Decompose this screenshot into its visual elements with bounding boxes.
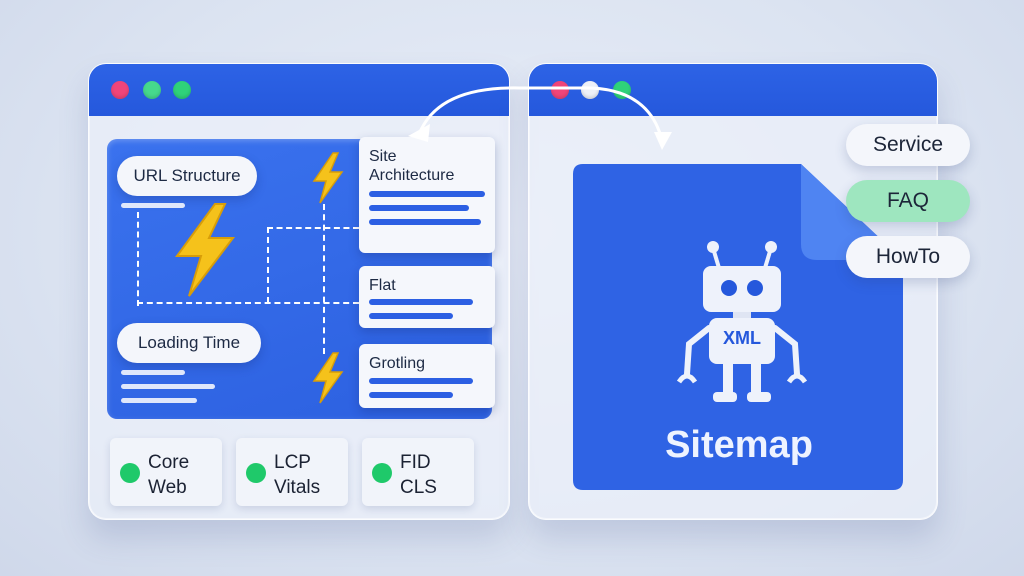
status-dot <box>120 463 140 483</box>
metric-text: LCP Vitals <box>274 452 321 498</box>
metric-text: FID CLS <box>400 452 437 498</box>
sitemap-label: Sitemap <box>665 424 813 466</box>
lightning-icon-small-bottom <box>312 352 344 404</box>
robot-xml-label: XML <box>723 328 761 348</box>
window-close-dot[interactable] <box>551 81 569 99</box>
robot-icon <box>676 241 808 402</box>
left-window: URL Structure Loading Time Site Architec… <box>88 63 510 520</box>
flat-title: Flat <box>369 277 396 294</box>
right-window: XML Sitemap <box>528 63 938 520</box>
service-tag[interactable]: Service <box>846 124 970 166</box>
loading-time-line-2 <box>121 384 215 389</box>
status-dot <box>246 463 266 483</box>
window-close-dot[interactable] <box>111 81 129 99</box>
site-architecture-title: Site Architecture <box>369 148 455 184</box>
grotling-title: Grotling <box>369 355 426 372</box>
lightning-icon-large <box>175 203 236 297</box>
card-bar <box>369 191 485 197</box>
grotling-card[interactable]: Grotling <box>359 344 495 408</box>
url-structure-pill[interactable]: URL Structure <box>117 156 257 196</box>
howto-tag[interactable]: HowTo <box>846 236 970 278</box>
lightning-icon-small-top <box>312 152 344 204</box>
flat-card[interactable]: Flat <box>359 266 495 328</box>
url-structure-line <box>121 203 185 208</box>
service-tag-label: Service <box>872 133 944 156</box>
card-bar <box>369 219 481 225</box>
card-bar <box>369 378 473 384</box>
connector-vertical-mid <box>267 227 269 303</box>
faq-tag[interactable]: FAQ <box>846 180 970 222</box>
card-bar <box>369 299 473 305</box>
card-bar <box>369 313 453 319</box>
url-structure-label: URL Structure <box>133 166 241 185</box>
site-architecture-card[interactable]: Site Architecture <box>359 137 495 253</box>
faq-tag-label: FAQ <box>886 189 929 212</box>
loading-time-label: Loading Time <box>137 333 241 352</box>
card-bar <box>369 205 469 211</box>
metric-fid-cls[interactable]: FID CLS <box>362 438 474 506</box>
loading-time-line-1 <box>121 370 185 375</box>
connector-vertical-right <box>323 204 325 354</box>
curved-arrow-icon <box>408 86 672 150</box>
metric-lcp-vitals[interactable]: LCP Vitals <box>236 438 348 506</box>
loading-time-line-3 <box>121 398 197 403</box>
metric-core-web[interactable]: Core Web <box>110 438 222 506</box>
howto-tag-label: HowTo <box>875 245 941 268</box>
connector-vertical-left <box>137 212 139 306</box>
connector-horizontal-top <box>267 227 359 229</box>
window-maximize-dot[interactable] <box>173 81 191 99</box>
window-minimize-dot[interactable] <box>581 81 599 99</box>
window-minimize-dot[interactable] <box>143 81 161 99</box>
connector-horizontal-main <box>137 302 359 304</box>
loading-time-pill[interactable]: Loading Time <box>117 323 261 363</box>
metric-text: Core Web <box>148 452 190 498</box>
card-bar <box>369 392 453 398</box>
status-dot <box>372 463 392 483</box>
